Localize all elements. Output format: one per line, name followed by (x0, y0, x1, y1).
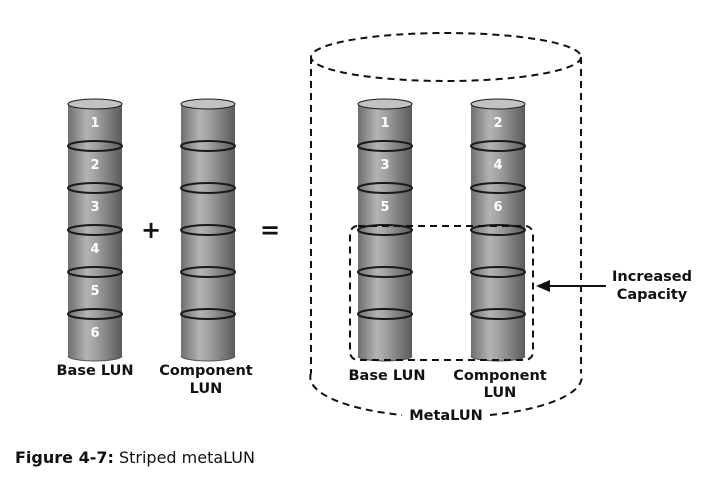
metalun-cylinder (309, 32, 583, 416)
disk-segment-number: 2 (493, 116, 502, 131)
disk-segment (180, 182, 236, 235)
disk-segment (357, 308, 413, 361)
increased-capacity-label-line1: Increased (612, 269, 692, 285)
disk-segment: 4 (470, 140, 526, 193)
disk-segment: 4 (67, 224, 123, 277)
disk-segment: 5 (357, 182, 413, 235)
disk-segment (470, 266, 526, 319)
disk-segment-number: 6 (493, 200, 502, 215)
disk-stack-bottom (180, 355, 236, 362)
figure-caption: Figure 4-7: Striped metaLUN (15, 448, 255, 467)
metalun-component-lun-label-line2: LUN (484, 385, 517, 401)
disk-segment-number: 5 (380, 200, 389, 215)
base-lun-label: Base LUN (57, 363, 134, 379)
increased-capacity-label-line2: Capacity (617, 287, 688, 303)
disk-segment: 6 (67, 308, 123, 361)
disk-segment: 3 (357, 140, 413, 193)
disk-segment (470, 308, 526, 361)
disk-segment (180, 224, 236, 277)
component-lun-stack (180, 98, 236, 362)
disk-segment-number: 3 (90, 200, 99, 215)
striped-metalun-diagram: 1 2 3 4 5 6 1 3 5 2 4 6 + = Base LUN Component LU… (57, 32, 692, 424)
base-lun-stack: 1 2 3 4 5 6 (67, 98, 123, 362)
disk-segment-number: 6 (90, 326, 99, 341)
metalun-component-lun-label-line1: Component (453, 368, 547, 384)
disk-segment (357, 266, 413, 319)
disk-segment-number: 4 (493, 158, 502, 173)
disk-segment-number: 4 (90, 242, 99, 257)
figure-caption-text: Striped metaLUN (118, 448, 255, 467)
disk-segment: 2 (67, 140, 123, 193)
disk-segment: 2 (470, 98, 526, 151)
arrow-left-icon (536, 280, 606, 292)
component-lun-label-line2: LUN (190, 381, 223, 397)
figure-number: Figure 4-7: (15, 448, 114, 467)
equals-sign: = (260, 216, 280, 244)
disk-segment (180, 266, 236, 319)
disk-stack-bottom (67, 355, 123, 362)
metalun-base-lun-label: Base LUN (349, 368, 426, 384)
disk-segment: 5 (67, 266, 123, 319)
disk-segment-number: 3 (380, 158, 389, 173)
disk-segment (470, 224, 526, 277)
metalun-base-lun-stack: 1 3 5 (357, 98, 413, 362)
disk-segment (180, 98, 236, 151)
disk-segment: 3 (67, 182, 123, 235)
metalun-label: MetaLUN (409, 408, 483, 424)
disk-segment (180, 140, 236, 193)
disk-segment (180, 308, 236, 361)
disk-segment-number: 5 (90, 284, 99, 299)
disk-segment-number: 1 (380, 116, 389, 131)
disk-segment-number: 2 (90, 158, 99, 173)
metalun-component-lun-stack: 2 4 6 (470, 98, 526, 362)
disk-segment-number: 1 (90, 116, 99, 131)
disk-segment: 6 (470, 182, 526, 235)
disk-segment: 1 (357, 98, 413, 151)
disk-segment: 1 (67, 98, 123, 151)
component-lun-label-line1: Component (159, 363, 253, 379)
plus-sign: + (141, 216, 161, 244)
